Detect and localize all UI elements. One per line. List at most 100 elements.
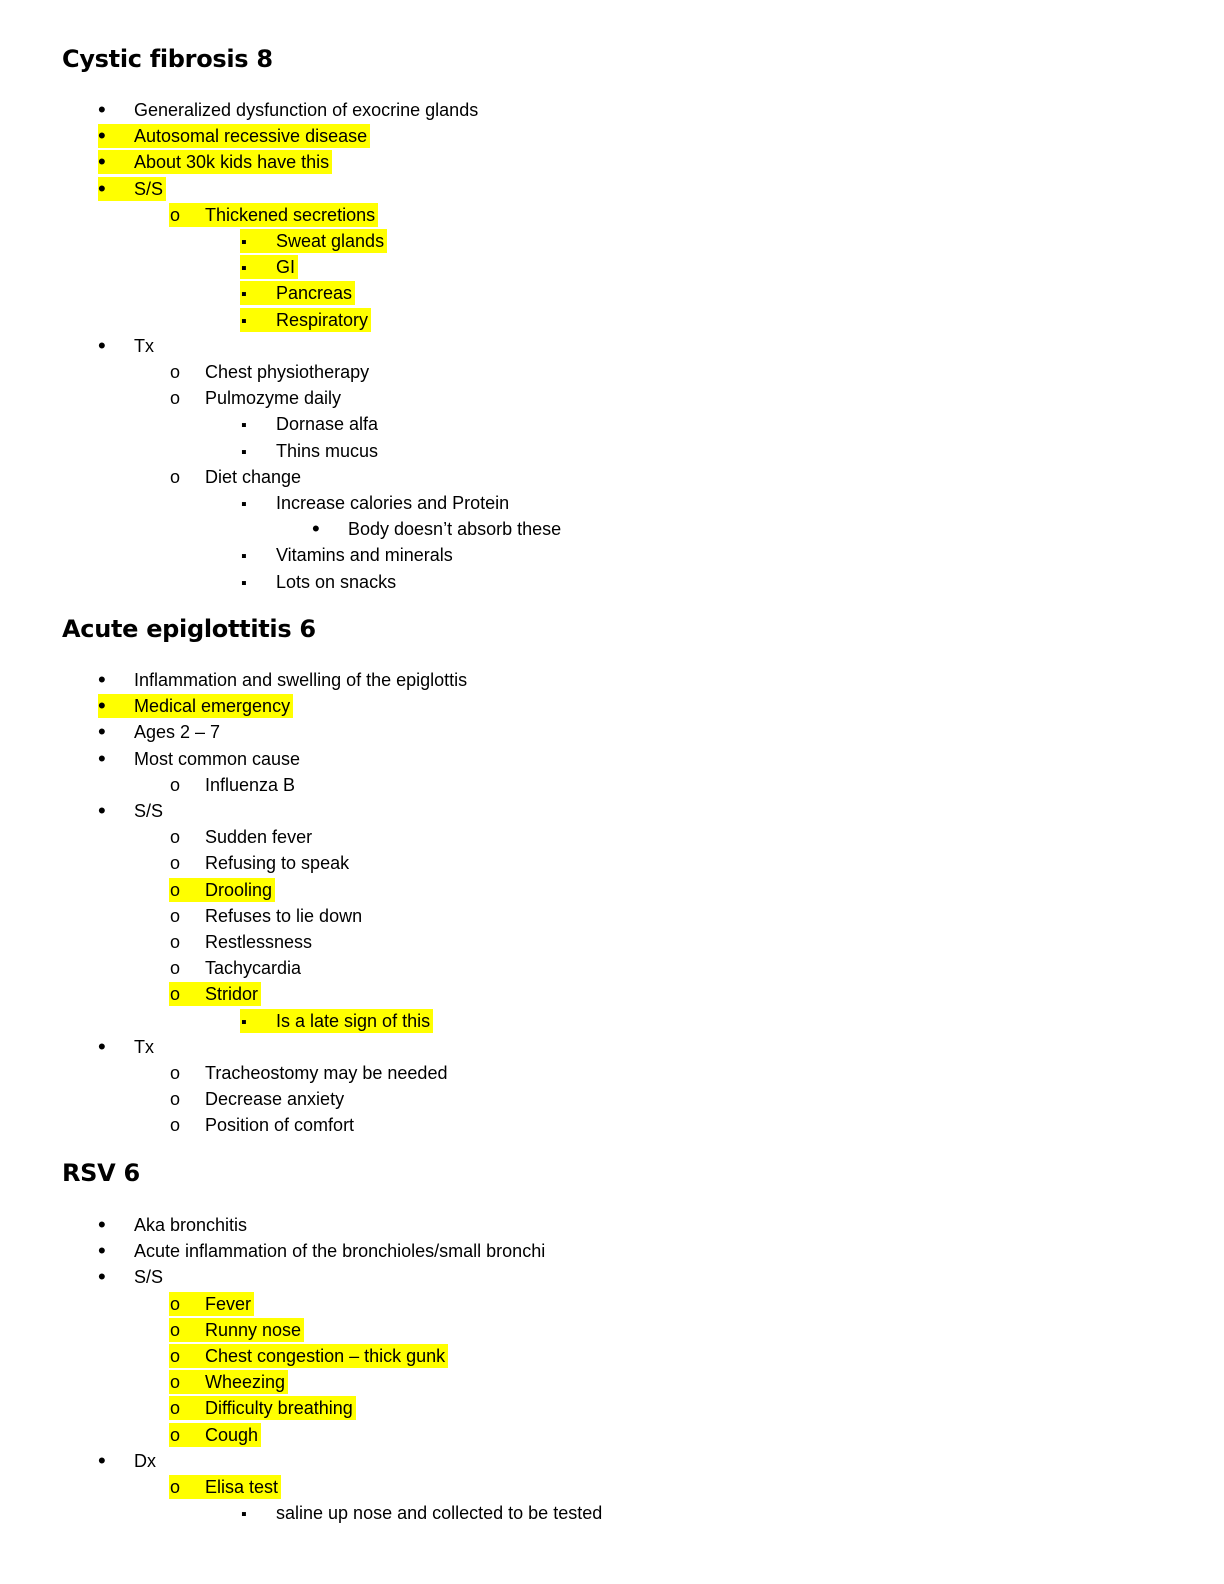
list-item: Respiratory <box>240 308 372 332</box>
list-item: Acute inflammation of the bronchioles/sm… <box>98 1239 548 1263</box>
list-item-content: Decrease anxiety <box>169 1087 347 1111</box>
list-item: Chest congestion – thick gunk <box>169 1344 449 1368</box>
bullet-icon <box>169 930 205 954</box>
bullet-icon <box>169 1396 205 1420</box>
list-item: Runny nose <box>169 1318 305 1342</box>
highlighted-text: Is a late sign of this <box>240 1009 434 1033</box>
list-item: Cough <box>169 1423 262 1447</box>
section-heading: Acute epiglottitis 6 <box>62 615 316 643</box>
list-item: saline up nose and collected to be teste… <box>240 1501 605 1525</box>
list-item-text: Body doesn’t absorb these <box>348 519 562 539</box>
bullet-icon <box>169 465 205 489</box>
list-item-text: Sudden fever <box>205 827 313 847</box>
list-item: Refuses to lie down <box>169 904 365 928</box>
list-item-text: Dornase alfa <box>276 414 379 434</box>
list-item: Stridor <box>169 982 262 1006</box>
list-item: Refusing to speak <box>169 851 352 875</box>
list-item: Ages 2 – 7 <box>98 720 223 744</box>
bullet-icon <box>98 334 134 359</box>
list-item-text: About 30k kids have this <box>134 152 330 172</box>
list-item: Inflammation and swelling of the epiglot… <box>98 668 470 692</box>
list-item-content: Tx <box>98 1035 157 1059</box>
list-item: Tx <box>98 334 157 358</box>
bullet-icon <box>169 360 205 384</box>
list-item: Tracheostomy may be needed <box>169 1061 450 1085</box>
bullet-icon <box>240 570 276 596</box>
list-item-content: Refuses to lie down <box>169 904 365 928</box>
list-item-text: saline up nose and collected to be teste… <box>276 1503 603 1523</box>
list-item-text: Tachycardia <box>205 958 302 978</box>
list-item-text: Respiratory <box>276 310 369 330</box>
list-item-content: Restlessness <box>169 930 315 954</box>
highlighted-text: Sweat glands <box>240 229 388 253</box>
highlighted-text: Medical emergency <box>98 694 294 718</box>
list-item: Thickened secretions <box>169 203 379 227</box>
list-item: Pancreas <box>240 281 356 307</box>
list-item-text: Is a late sign of this <box>276 1011 431 1031</box>
list-item-content: Dornase alfa <box>240 412 381 436</box>
list-item-text: Fever <box>205 1294 252 1314</box>
list-item-text: Thickened secretions <box>205 205 376 225</box>
list-item: Thins mucus <box>240 439 381 463</box>
list-item: Diet change <box>169 465 304 489</box>
list-item: Generalized dysfunction of exocrine glan… <box>98 98 481 122</box>
list-item-text: S/S <box>134 801 164 821</box>
highlighted-text: Fever <box>169 1292 255 1316</box>
bullet-icon <box>169 1318 205 1342</box>
list-item-text: Difficulty breathing <box>205 1398 353 1418</box>
list-item: Tachycardia <box>169 956 304 980</box>
bullet-icon <box>240 281 276 307</box>
list-item-content: Diet change <box>169 465 304 489</box>
list-item-content: Influenza B <box>169 773 298 797</box>
highlighted-text: About 30k kids have this <box>98 150 333 175</box>
list-item-text: Decrease anxiety <box>205 1089 345 1109</box>
list-item-content: Aka bronchitis <box>98 1213 250 1237</box>
bullet-icon <box>169 956 205 980</box>
bullet-icon <box>169 1475 205 1499</box>
list-item: Dx <box>98 1449 159 1473</box>
list-item-content: Generalized dysfunction of exocrine glan… <box>98 98 481 122</box>
list-item: Fever <box>169 1292 255 1316</box>
list-item-content: Body doesn’t absorb these <box>312 517 564 541</box>
list-item-text: Chest congestion – thick gunk <box>205 1346 446 1366</box>
list-item-text: GI <box>276 257 296 277</box>
highlighted-text: S/S <box>98 177 167 201</box>
list-item-text: Lots on snacks <box>276 572 397 592</box>
bullet-icon <box>240 255 276 281</box>
list-item: Influenza B <box>169 773 298 797</box>
list-item-content: Tx <box>98 334 157 358</box>
list-item-content: Most common cause <box>98 747 303 771</box>
highlighted-text: GI <box>240 255 299 281</box>
list-item-content: Tracheostomy may be needed <box>169 1061 450 1085</box>
list-item: S/S <box>98 799 166 823</box>
bullet-icon <box>98 1265 134 1290</box>
list-item-text: Autosomal recessive disease <box>134 126 368 146</box>
list-item-content: Increase calories and Protein <box>240 491 512 515</box>
bullet-icon <box>169 982 205 1006</box>
list-item-content: Dx <box>98 1449 159 1473</box>
list-item-text: Drooling <box>205 880 273 900</box>
list-item-text: Tx <box>134 1037 154 1057</box>
list-item-content: Chest physiotherapy <box>169 360 372 384</box>
list-item-text: Pulmozyme daily <box>205 388 342 408</box>
bullet-icon <box>240 543 276 569</box>
bullet-icon <box>98 98 134 123</box>
highlighted-text: Autosomal recessive disease <box>98 124 371 149</box>
bullet-icon <box>169 386 205 410</box>
highlighted-text: Stridor <box>169 982 262 1006</box>
bullet-icon <box>98 124 134 149</box>
list-item: Wheezing <box>169 1370 289 1394</box>
bullet-icon <box>169 1423 205 1447</box>
bullet-icon <box>169 825 205 849</box>
bullet-icon <box>169 1344 205 1368</box>
list-item-content: Pulmozyme daily <box>169 386 344 410</box>
highlighted-text: Elisa test <box>169 1475 282 1499</box>
bullet-icon <box>169 773 205 797</box>
list-item: Lots on snacks <box>240 570 399 594</box>
list-item-text: Refuses to lie down <box>205 906 363 926</box>
bullet-icon <box>98 150 134 175</box>
list-item-text: Inflammation and swelling of the epiglot… <box>134 670 468 690</box>
bullet-icon <box>240 439 276 465</box>
list-item: Vitamins and minerals <box>240 543 456 567</box>
bullet-icon <box>240 491 276 517</box>
